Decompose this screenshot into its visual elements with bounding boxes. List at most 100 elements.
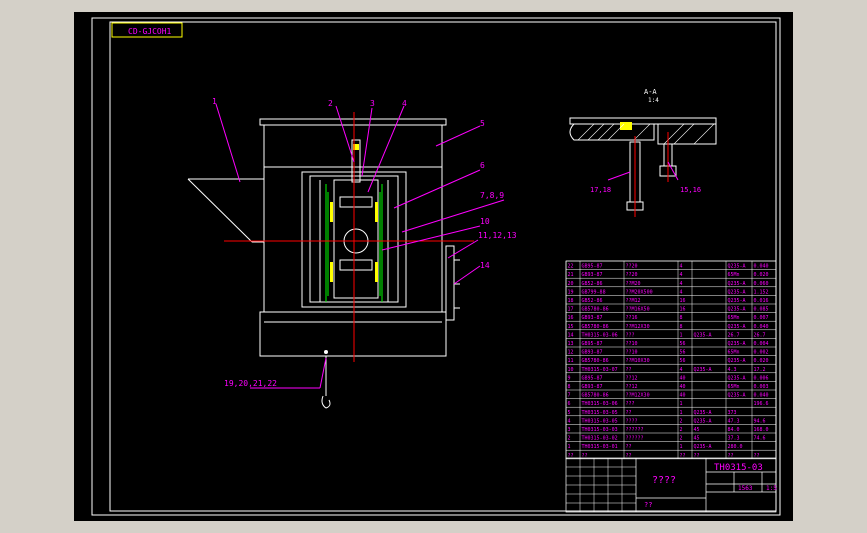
bom-cell-qty: 1 (680, 332, 683, 338)
bom-cell-no: 3 (568, 427, 571, 433)
bom-cell-no: 7 (568, 393, 571, 399)
bom-cell-name: ?? (626, 453, 632, 459)
bom-cell-r: 17.2 (754, 367, 766, 373)
bom-cell-r: 196.6 (754, 401, 769, 407)
bom-header-row: ?????????????? (568, 453, 760, 459)
bom-cell-mat: Q235-A (694, 332, 712, 338)
yellow-accents (330, 144, 378, 282)
bom-cell-w: Q235-A (728, 324, 746, 330)
bom-cell-code: GB95-87 (582, 264, 603, 270)
cad-viewport[interactable]: CD-GJCOH1 (74, 12, 793, 521)
inner-border (109, 21, 777, 512)
callout-11-12-13: 11,12,13 (478, 231, 517, 240)
bom-cell-w: Q235-A (728, 375, 746, 381)
bom-cell-qty: 1 (680, 410, 683, 416)
bom-cell-w: 65Mn (728, 350, 740, 356)
code-label: CD-GJCOH1 (128, 27, 172, 36)
bom-cell-qty: 4 (680, 289, 683, 295)
main-view (187, 118, 460, 357)
bom-cell-w: Q235-A (728, 264, 746, 270)
bom-cell-qty: 4 (680, 281, 683, 287)
bom-cell-w: Q235-A (728, 298, 746, 304)
outer-border (91, 17, 781, 516)
bom-cell-name: ??M10X30 (626, 358, 650, 364)
callout-5: 5 (480, 119, 485, 128)
bom-cell-qty: 16 (680, 307, 686, 313)
bottom-small-text: ?? (644, 501, 652, 509)
bom-cell-r: 0.016 (754, 298, 769, 304)
hook-point (324, 350, 328, 354)
bom-cell-r: ?? (754, 453, 760, 459)
bom-cell-no: 16 (568, 315, 574, 321)
bom-cell-r: 0.003 (754, 384, 769, 390)
scale-value: 1:5 (766, 485, 777, 492)
bom-cell-name: ??16 (626, 315, 638, 321)
drawing-canvas: CD-GJCOH1 (91, 17, 781, 516)
bom-cell-code: GB93-87 (582, 350, 603, 356)
bom-cell-no: 14 (568, 332, 574, 338)
bom-cell-name: ??? (626, 401, 635, 407)
bom-cell-mat: Q235-A (694, 367, 712, 373)
bom-cell-no: 19 (568, 289, 574, 295)
bom-cell-no: 1 (568, 444, 571, 450)
callout-3: 3 (370, 99, 375, 108)
bom-cell-name: ??M16X50 (626, 307, 650, 313)
bom-cell-code: TH0315-03-03 (582, 427, 618, 433)
bom-cell-no: 10 (568, 367, 574, 373)
bom-cell-qty: 56 (680, 350, 686, 356)
bom-cell-code: TH0315-03-07 (582, 367, 618, 373)
bom-cell-qty: 4 (680, 264, 683, 270)
bom-cell-r: 0.020 (754, 272, 769, 278)
bom-cell-qty: ?? (680, 453, 686, 459)
callout-15-16: 15,16 (680, 186, 701, 194)
bom-cell-no: 18 (568, 298, 574, 304)
bom-cell-name: ??M20 (626, 281, 641, 287)
bom-cell-w: Q235-A (728, 358, 746, 364)
bom-cell-no: 12 (568, 350, 574, 356)
bom-cell-qty: 16 (680, 298, 686, 304)
bom-cell-qty: 1 (680, 444, 683, 450)
bom-cell-name: ??M12 (626, 298, 641, 304)
callout-1: 1 (212, 97, 217, 106)
bom-cell-r: 0.085 (754, 307, 769, 313)
bom-cell-no: 4 (568, 418, 571, 424)
bom-cell-qty: 56 (680, 341, 686, 347)
callout-7-8-9: 7,8,9 (480, 191, 504, 200)
bom-cell-name: ?????? (626, 436, 644, 442)
lifting-hook (321, 356, 331, 409)
section-scale: 1:4 (648, 97, 659, 104)
bom-cell-r: 0.002 (754, 350, 769, 356)
bom-cell-code: GB5780-86 (582, 358, 609, 364)
bom-cell-r: 0.007 (754, 315, 769, 321)
bom-cell-no: 9 (568, 375, 571, 381)
section-view (569, 117, 717, 217)
callout-4: 4 (402, 99, 407, 108)
bom-cell-r: 1.152 (754, 289, 769, 295)
bom-cell-w: 373 (728, 410, 737, 416)
bom-cell-name: ??20 (626, 264, 638, 270)
bom-cell-mat: 45 (694, 436, 700, 442)
bom-cell-r: 0.040 (754, 324, 769, 330)
bom-cell-w: Q235-A (728, 393, 746, 399)
bom-cell-qty: 40 (680, 384, 686, 390)
bom-cell-code: GB93-87 (582, 384, 603, 390)
bom-cell-qty: 40 (680, 375, 686, 381)
bom-cell-code: GB5780-86 (582, 307, 609, 313)
bom-cell-code: TH0315-03-05 (582, 410, 618, 416)
bom-cell-code: TH0315-03-06 (582, 401, 618, 407)
bom-cell-w: 84.0 (728, 427, 740, 433)
bom-cell-code: GB5780-86 (582, 393, 609, 399)
bom-cell-name: ??10 (626, 341, 638, 347)
title-text: ???? (652, 475, 676, 486)
